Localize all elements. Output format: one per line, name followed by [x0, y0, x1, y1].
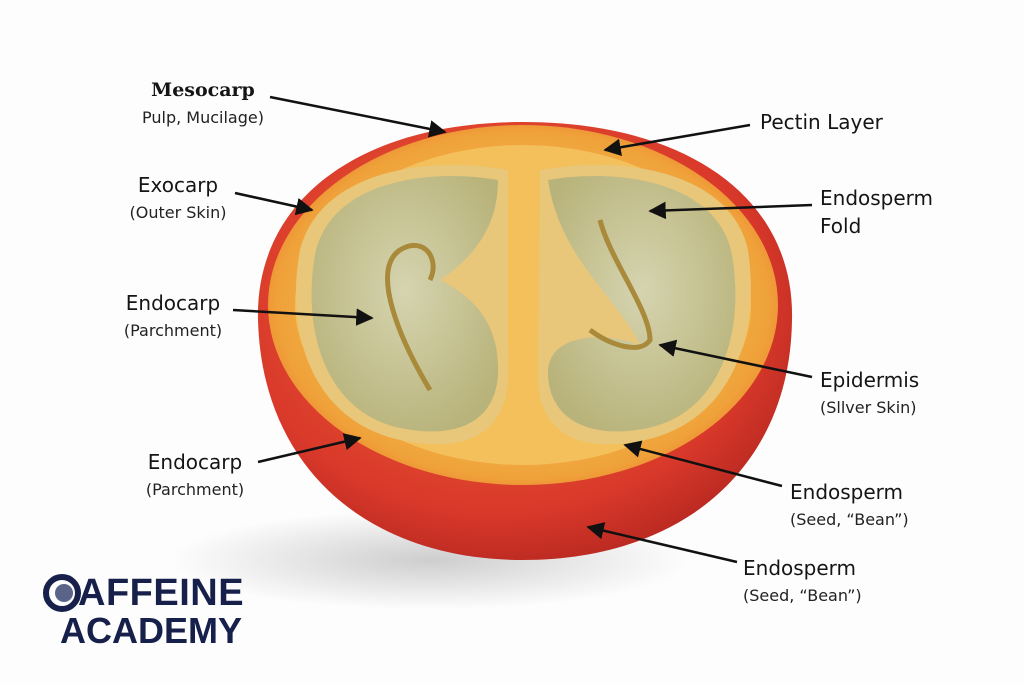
arrow-epidermis: [658, 339, 813, 379]
label-subtitle: (Parchment): [145, 480, 245, 499]
label-title: Exocarp: [137, 173, 219, 197]
label-pectin-layer: Pectin Layer: [760, 108, 883, 136]
arrow-pectin: [603, 123, 751, 156]
logo-line1: AFFEINE: [78, 572, 245, 614]
label-title: Pectin Layer: [760, 110, 883, 134]
label-mesocarp: Mesocarp Pulp, Mucilage): [142, 76, 264, 132]
endosperm-fold-left: [385, 242, 436, 392]
label-endocarp-lower: Endocarp (Parchment): [146, 448, 244, 504]
pointer-arrows: [232, 95, 813, 564]
logo-bean-icon: [43, 574, 81, 612]
arrow-endocarp-upper: [232, 308, 374, 326]
arrow-endosperm-fold: [648, 201, 813, 220]
endosperm-right: [547, 175, 736, 432]
label-epidermis: Epidermis (Sllver Skin): [820, 366, 919, 422]
label-title: Endocarp: [125, 291, 221, 315]
label-title: Endosperm: [820, 186, 934, 210]
caffeine-academy-logo: AFFEINE ACADEMY: [40, 574, 244, 650]
label-subtitle: Pulp, Mucilage): [142, 108, 264, 127]
label-endosperm-upper: Endosperm (Seed, “Bean”): [790, 478, 909, 534]
arrow-exocarp: [234, 191, 314, 216]
label-endosperm-lower: Endosperm (Seed, “Bean”): [743, 554, 862, 610]
label-title: Endosperm: [790, 480, 904, 504]
label-exocarp: Exocarp (Outer Skin): [129, 171, 226, 227]
label-title: Endocarp: [147, 450, 243, 474]
label-title: Epidermis: [820, 368, 920, 392]
label-subtitle: (Outer Skin): [129, 203, 227, 222]
label-endosperm-fold: Endosperm Fold: [820, 184, 933, 240]
label-subtitle: (Seed, “Bean”): [790, 510, 909, 529]
label-title: Mesocarp: [151, 79, 255, 101]
arrow-endocarp-lower: [257, 433, 362, 464]
arrow-endosperm-lower: [586, 522, 738, 564]
logo-line2: ACADEMY: [60, 610, 243, 651]
arrow-endosperm-upper: [623, 440, 783, 488]
endosperm-left: [311, 175, 499, 432]
label-endocarp-upper: Endocarp (Parchment): [124, 289, 222, 345]
label-subtitle: (Parchment): [123, 321, 223, 340]
endosperm-fold-right: [588, 219, 653, 350]
label-subtitle: Fold: [820, 214, 862, 238]
label-title: Endosperm: [743, 556, 857, 580]
arrow-mesocarp: [269, 95, 447, 138]
label-subtitle: (Seed, “Bean”): [743, 586, 862, 605]
label-subtitle: (Sllver Skin): [820, 398, 917, 417]
